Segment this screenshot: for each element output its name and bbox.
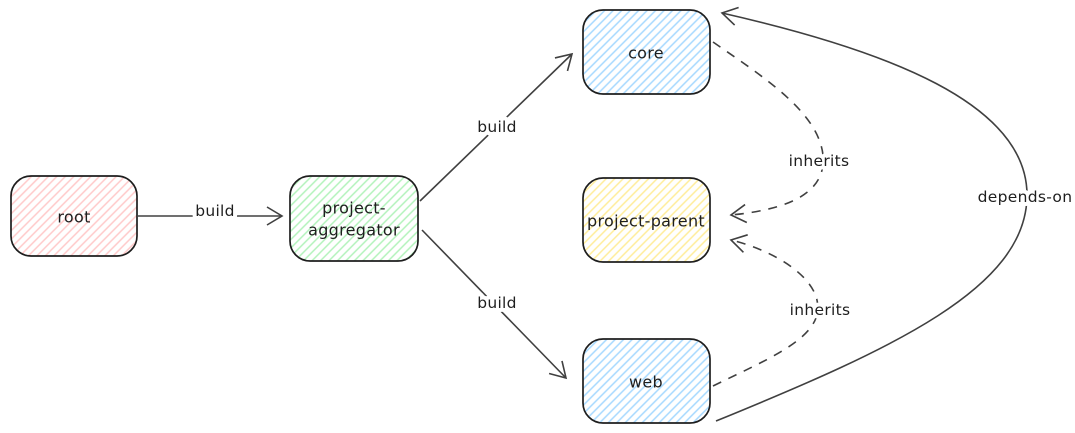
edge-label-build-core: build xyxy=(477,118,517,136)
edge-label-inherits-web: inherits xyxy=(790,301,851,319)
node-project-aggregator-label-line2: aggregator xyxy=(308,221,400,240)
node-web: web xyxy=(582,338,711,424)
edge-label-build-web: build xyxy=(477,294,517,312)
edge-label-inherits-core: inherits xyxy=(789,152,850,170)
edge-label-build-root: build xyxy=(195,202,235,220)
edge-label-depends-on: depends-on xyxy=(978,188,1073,206)
node-project-parent-box[interactable] xyxy=(582,177,711,263)
edge-build-aggregator-to-core: build xyxy=(419,52,574,202)
node-project-aggregator-label-line1: project- xyxy=(322,199,386,218)
edge-line-depends-on[interactable] xyxy=(715,6,1028,422)
edge-line-build-core[interactable] xyxy=(419,52,574,202)
edge-inherits-core-to-parent: inherits xyxy=(712,41,853,224)
node-web-label: web xyxy=(629,373,663,392)
edge-line-build-web[interactable] xyxy=(421,229,568,380)
node-root: root xyxy=(10,175,138,257)
node-core: core xyxy=(582,9,711,95)
node-web-box[interactable] xyxy=(582,338,711,424)
edge-line-inherits-core[interactable] xyxy=(712,41,824,224)
node-core-box[interactable] xyxy=(582,9,711,95)
edge-inherits-web-to-parent: inherits xyxy=(712,234,854,387)
node-root-label: root xyxy=(57,208,90,227)
edge-build-aggregator-to-web: build xyxy=(421,229,568,380)
node-root-box[interactable] xyxy=(10,175,138,257)
node-project-parent: project-parent xyxy=(582,177,711,263)
node-project-parent-label: project-parent xyxy=(587,212,705,231)
edge-depends-on-web-to-core: depends-on xyxy=(715,6,1075,422)
node-core-label: core xyxy=(628,44,664,63)
node-project-aggregator-box[interactable] xyxy=(289,175,419,262)
edge-build-root-to-aggregator: build xyxy=(138,198,284,226)
node-project-aggregator: project- aggregator xyxy=(289,175,419,262)
edge-line-inherits-web[interactable] xyxy=(712,234,819,387)
